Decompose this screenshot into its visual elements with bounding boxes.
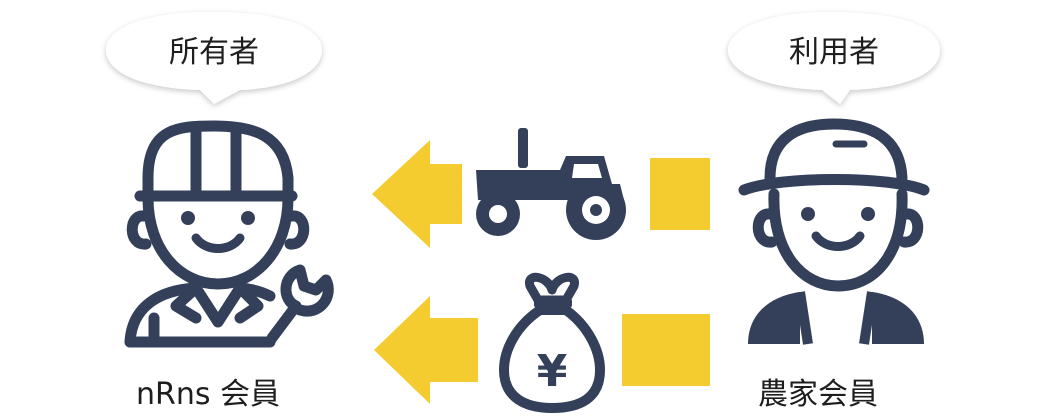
user-overalls (748, 291, 924, 345)
owner-eyes (181, 211, 255, 225)
owner-speech-bubble: 所有者 (106, 12, 322, 104)
top-arrow-tail-block (650, 158, 710, 230)
user-farmer-icon (738, 118, 930, 292)
owner-caption: nRns 会員 (136, 377, 280, 412)
owner-speech-text: 所有者 (169, 35, 259, 70)
top-arrow (372, 140, 710, 248)
wrench-icon (266, 264, 334, 344)
user-speech-bubble: 利用者 (728, 12, 940, 104)
bottom-arrow (374, 296, 710, 404)
top-arrow-head (372, 140, 462, 248)
bottom-arrow-head (374, 296, 478, 404)
money-bag-icon: ¥ (499, 272, 605, 413)
tractor-icon (476, 128, 626, 240)
user-caption: 農家会員 (758, 377, 878, 412)
owner-mechanic-icon (124, 120, 310, 348)
user-eyes (801, 207, 875, 221)
bottom-arrow-tail-block (622, 314, 710, 386)
user-speech-text: 利用者 (789, 35, 879, 70)
yen-symbol: ¥ (537, 346, 568, 397)
